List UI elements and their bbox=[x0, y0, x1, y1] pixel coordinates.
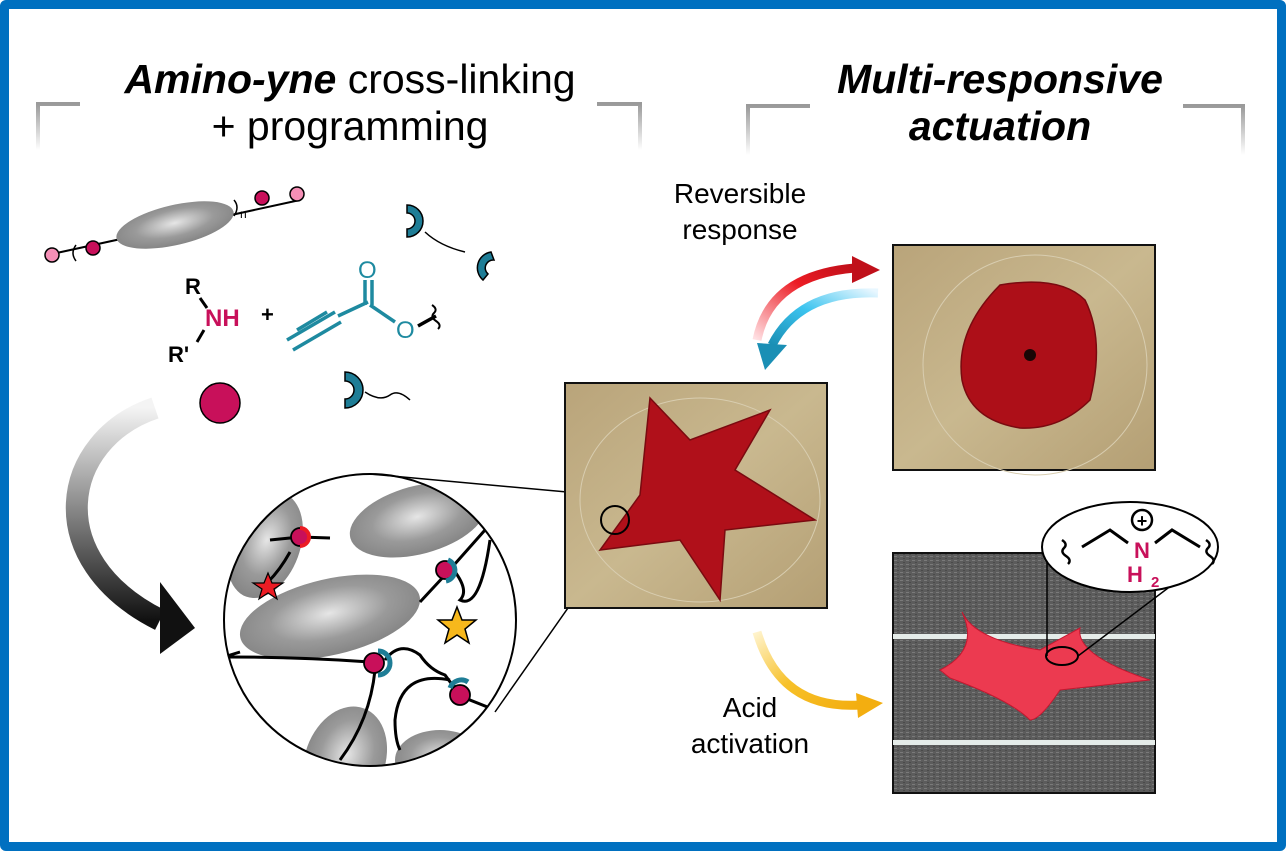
title-line2: actuation bbox=[908, 103, 1092, 149]
title-line1-rest: cross-linking bbox=[336, 56, 576, 102]
ammonium-subscript-label: 2 bbox=[1151, 574, 1159, 591]
amine-nh-label: NH bbox=[205, 305, 240, 332]
acid-line1: Acid bbox=[722, 692, 778, 723]
yellow-star-icon bbox=[435, 604, 479, 645]
ammonium-hydrogen-label: H bbox=[1127, 562, 1143, 587]
acid-activation-arrow bbox=[752, 630, 883, 718]
polymer-mesogen-icon: n bbox=[44, 186, 305, 263]
propiolate-ester-structure bbox=[286, 280, 441, 352]
reversible-line1: Reversible bbox=[673, 178, 807, 209]
acid-activation-label: Acid activation bbox=[640, 690, 860, 762]
ester-oxygen-label: O bbox=[396, 317, 415, 344]
network-magnified-view bbox=[223, 473, 623, 767]
carbonyl-oxygen-label: O bbox=[358, 257, 377, 284]
left-title-bracket bbox=[36, 102, 642, 150]
red-star-icon bbox=[251, 571, 285, 601]
right-panel-title: Multi-responsive actuation bbox=[770, 56, 1230, 150]
title-line1: Multi-responsive bbox=[837, 56, 1163, 102]
left-panel-title: Amino-yne cross-linking + programming bbox=[60, 56, 640, 150]
ammonium-nitrogen-label: N bbox=[1134, 538, 1150, 563]
receptor-single-icon bbox=[344, 371, 411, 409]
crosslinking-arrow bbox=[65, 397, 195, 654]
secondary-amine-structure: R NH R' + bbox=[168, 274, 274, 424]
acid-line2: activation bbox=[690, 728, 810, 759]
disk-gel-photo bbox=[892, 244, 1156, 476]
star-gel-photo bbox=[564, 382, 828, 609]
ammonium-callout: + N H 2 bbox=[1041, 501, 1219, 657]
repeat-subscript: n bbox=[240, 207, 247, 221]
right-title-bracket bbox=[746, 104, 1245, 155]
receptor-pair-icon bbox=[406, 204, 496, 282]
reversible-arrows bbox=[752, 256, 880, 370]
amine-r2-label: R' bbox=[168, 342, 189, 367]
plus-sign: + bbox=[261, 302, 274, 327]
amine-node-icon bbox=[199, 382, 241, 424]
amine-r1-label: R bbox=[185, 274, 201, 299]
positive-charge-label: + bbox=[1137, 511, 1148, 531]
title-italic-term: Amino-yne bbox=[124, 56, 337, 102]
reversible-response-label: Reversible response bbox=[640, 176, 840, 248]
title-line2: + programming bbox=[211, 103, 489, 149]
activated-star-photo bbox=[892, 552, 1156, 794]
reversible-line2: response bbox=[682, 214, 798, 245]
